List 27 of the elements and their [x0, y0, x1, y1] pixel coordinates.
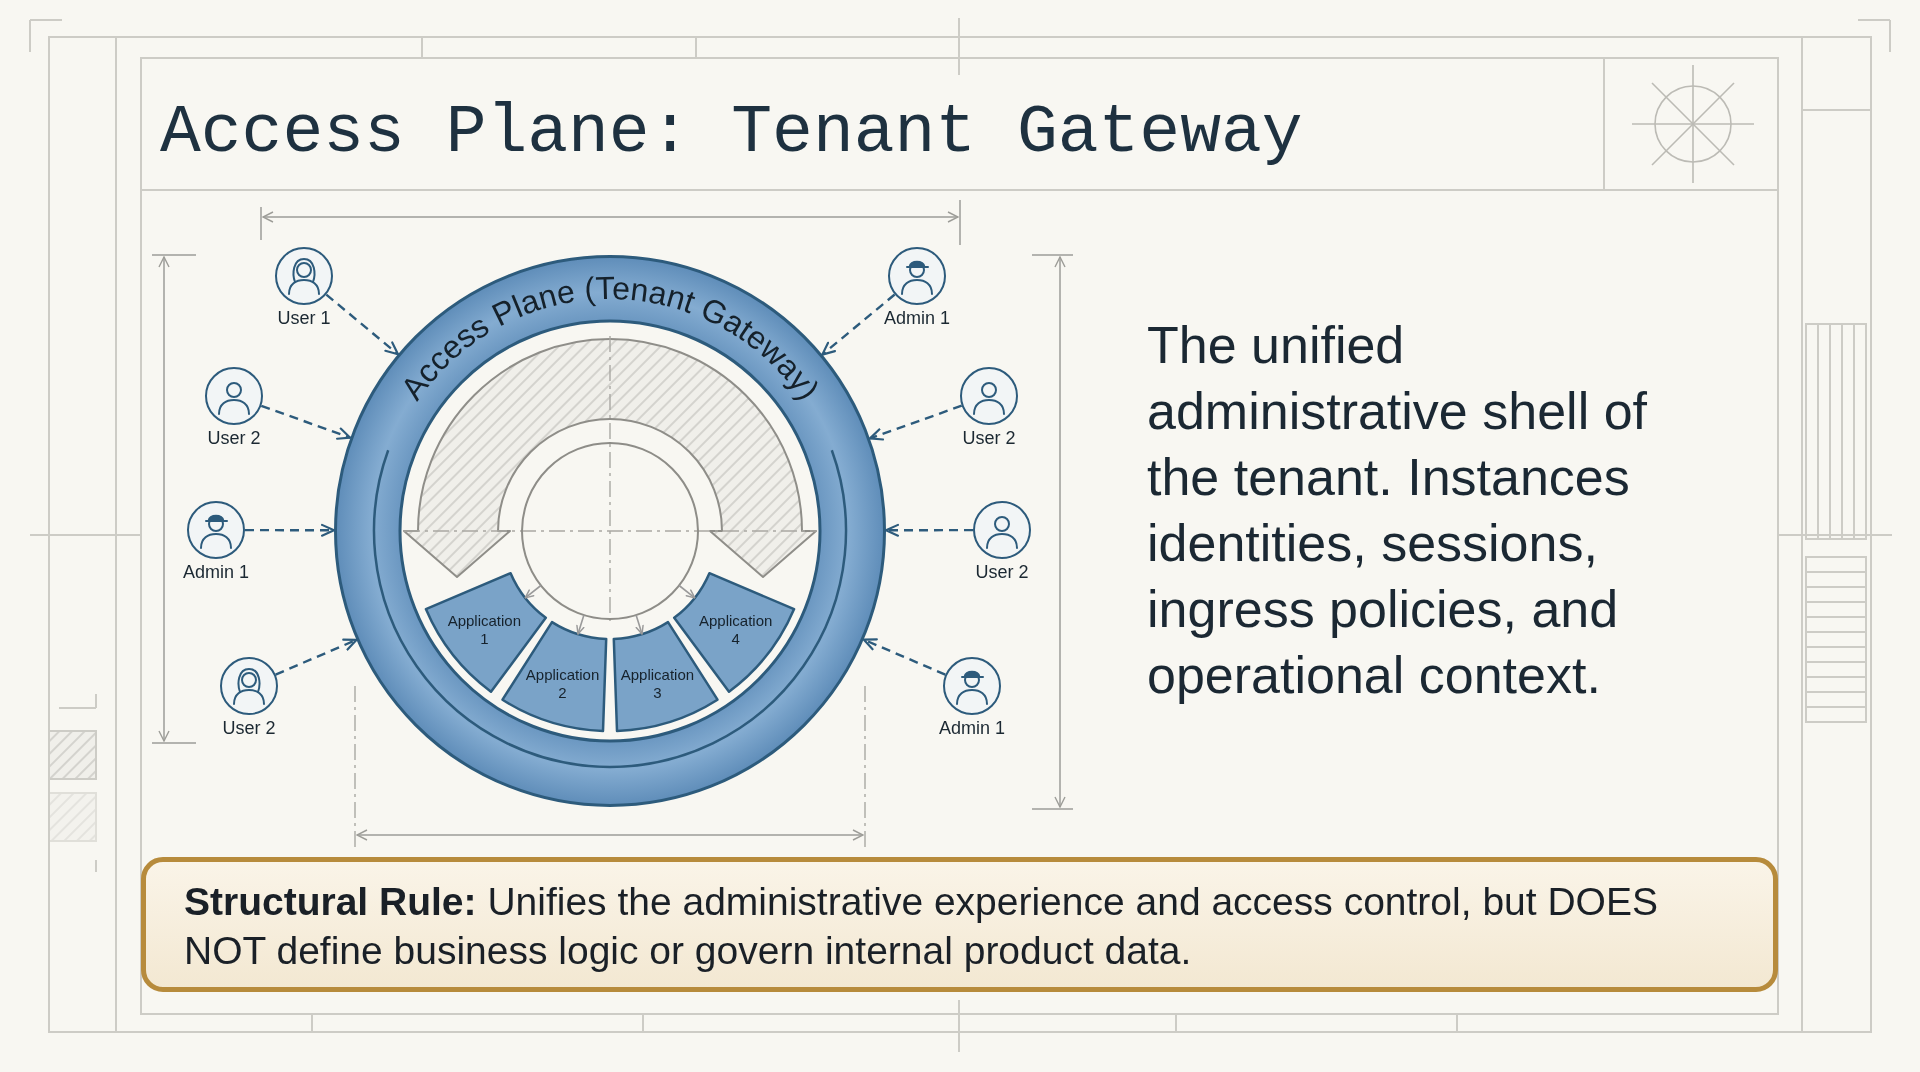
arrow — [576, 614, 585, 635]
arrow — [524, 584, 542, 599]
application-label: Application 3 — [620, 665, 695, 702]
person-label: User 1 — [277, 308, 331, 328]
dashed-arrow — [245, 523, 336, 537]
person-label: User 2 — [222, 718, 276, 738]
person-label: Admin 1 — [183, 562, 249, 582]
application-label: Application 2 — [525, 665, 600, 702]
dashed-arrow — [821, 293, 896, 356]
dashed-arrow — [275, 638, 358, 676]
rule-callout: Structural Rule: Unifies the administrative experience and access control, but DOES NOT define business logic or govern internal product data. — [141, 857, 1778, 992]
person-label: User 2 — [207, 428, 261, 448]
description-text: The unified administrative shell of the tenant. Instances identities, sessions, ingress policies, and operational context. — [1147, 315, 1648, 706]
person-label: Admin 1 — [939, 718, 1005, 738]
person-label: Admin 1 — [884, 308, 950, 328]
dashed-arrow — [884, 523, 973, 537]
application-label: Application 4 — [698, 612, 773, 649]
dashed-arrow — [868, 404, 963, 441]
arrow — [635, 614, 644, 635]
dashed-arrow — [325, 293, 400, 356]
slide-title: Access Plane: Tenant Gateway — [160, 99, 1303, 167]
person-label: User 2 — [962, 428, 1016, 448]
application-label: Application 1 — [447, 612, 522, 649]
person-label: User 2 — [975, 562, 1029, 582]
dashed-arrow — [862, 638, 946, 676]
dashed-arrow — [260, 404, 352, 440]
arrow — [678, 584, 696, 599]
